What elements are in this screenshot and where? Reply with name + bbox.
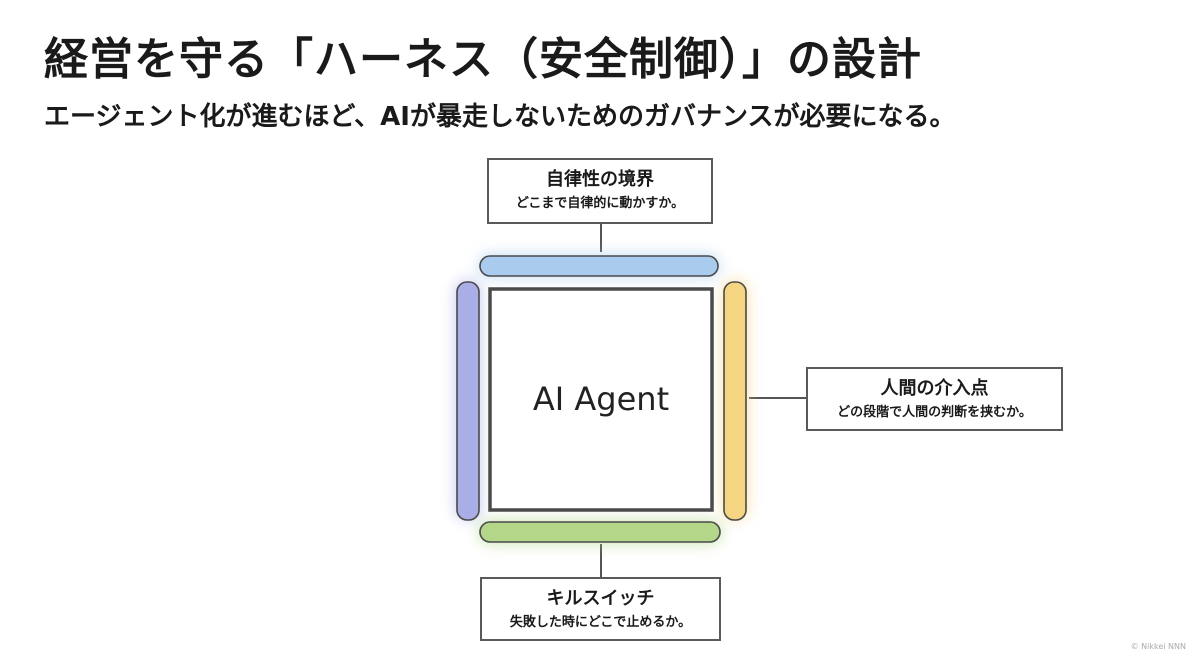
kill-switch-desc: 失敗した時にどこで止めるか。 [509, 615, 692, 630]
page-title: 経営を守る「ハーネス（安全制御）」の設計 [44, 34, 922, 85]
agent-square [488, 287, 714, 512]
harness-bar-left [456, 281, 480, 521]
autonomy-boundary-title: 自律性の境界 [546, 169, 654, 190]
harness-bar-bottom [479, 521, 721, 543]
human-intervention-box: 人間の介入点 どの段階で人間の判断を挟むか。 [806, 367, 1063, 431]
autonomy-boundary-desc: どこまで自律的に動かすか。 [515, 196, 685, 211]
autonomy-boundary-box: 自律性の境界 どこまで自律的に動かすか。 [487, 158, 713, 224]
agent-label: AI Agent [532, 380, 670, 418]
kill-switch-box: キルスイッチ 失敗した時にどこで止めるか。 [480, 577, 721, 641]
human-intervention-desc: どの段階で人間の判断を挟むか。 [837, 405, 1032, 420]
harness-bar-right [723, 281, 747, 521]
harness-bar-top [479, 255, 719, 277]
watermark: © Nikkei NNN [1130, 642, 1186, 651]
kill-switch-title: キルスイッチ [546, 588, 655, 609]
human-intervention-title: 人間の介入点 [880, 378, 989, 399]
page-subtitle: エージェント化が進むほど、AIが暴走しないためのガバナンスが必要になる。 [44, 102, 956, 132]
